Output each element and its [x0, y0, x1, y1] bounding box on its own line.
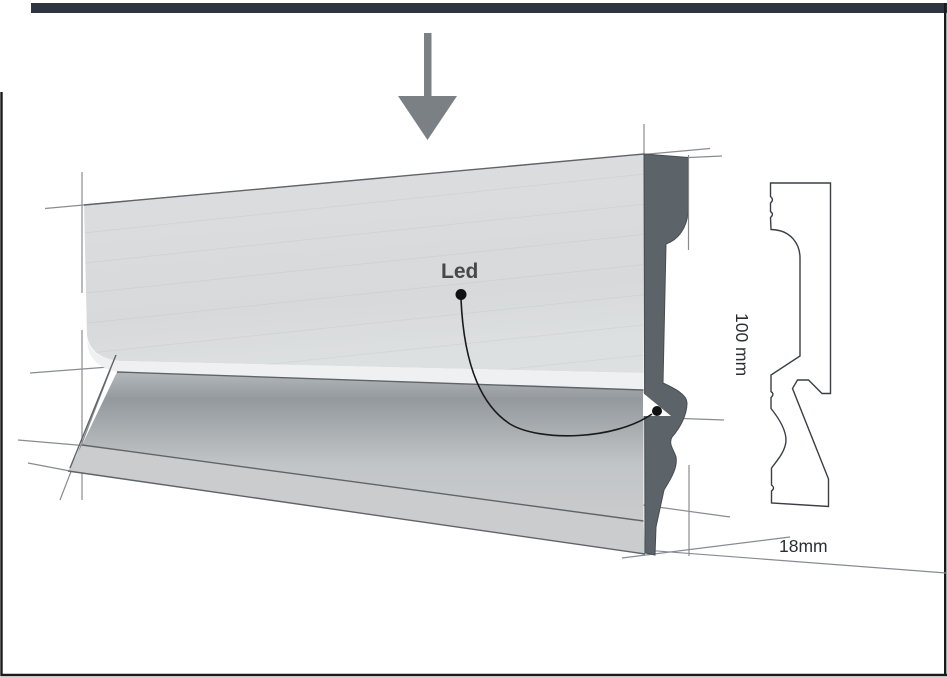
bottom-surface [68, 445, 645, 554]
led-label: Led [441, 260, 478, 283]
top-accent-bar [31, 3, 947, 13]
ogee-shadow-band [82, 372, 644, 521]
page-border [0, 3, 947, 677]
led-pointer-dot [455, 289, 467, 300]
end-face [643, 153, 689, 556]
profile-cross-section [769, 182, 832, 508]
skirting-3d-view [67, 153, 690, 556]
height-dimension-label: 100 mm [732, 313, 752, 376]
width-dimension-label: 18mm [779, 536, 828, 556]
led-dot [652, 406, 662, 416]
front-face-streaks [84, 154, 644, 373]
profile-outline [769, 182, 832, 508]
leader-line [460, 298, 653, 437]
down-arrow-icon [398, 33, 457, 140]
led-notch [643, 393, 671, 416]
body-edges [67, 153, 646, 555]
highlight-band [87, 338, 644, 389]
